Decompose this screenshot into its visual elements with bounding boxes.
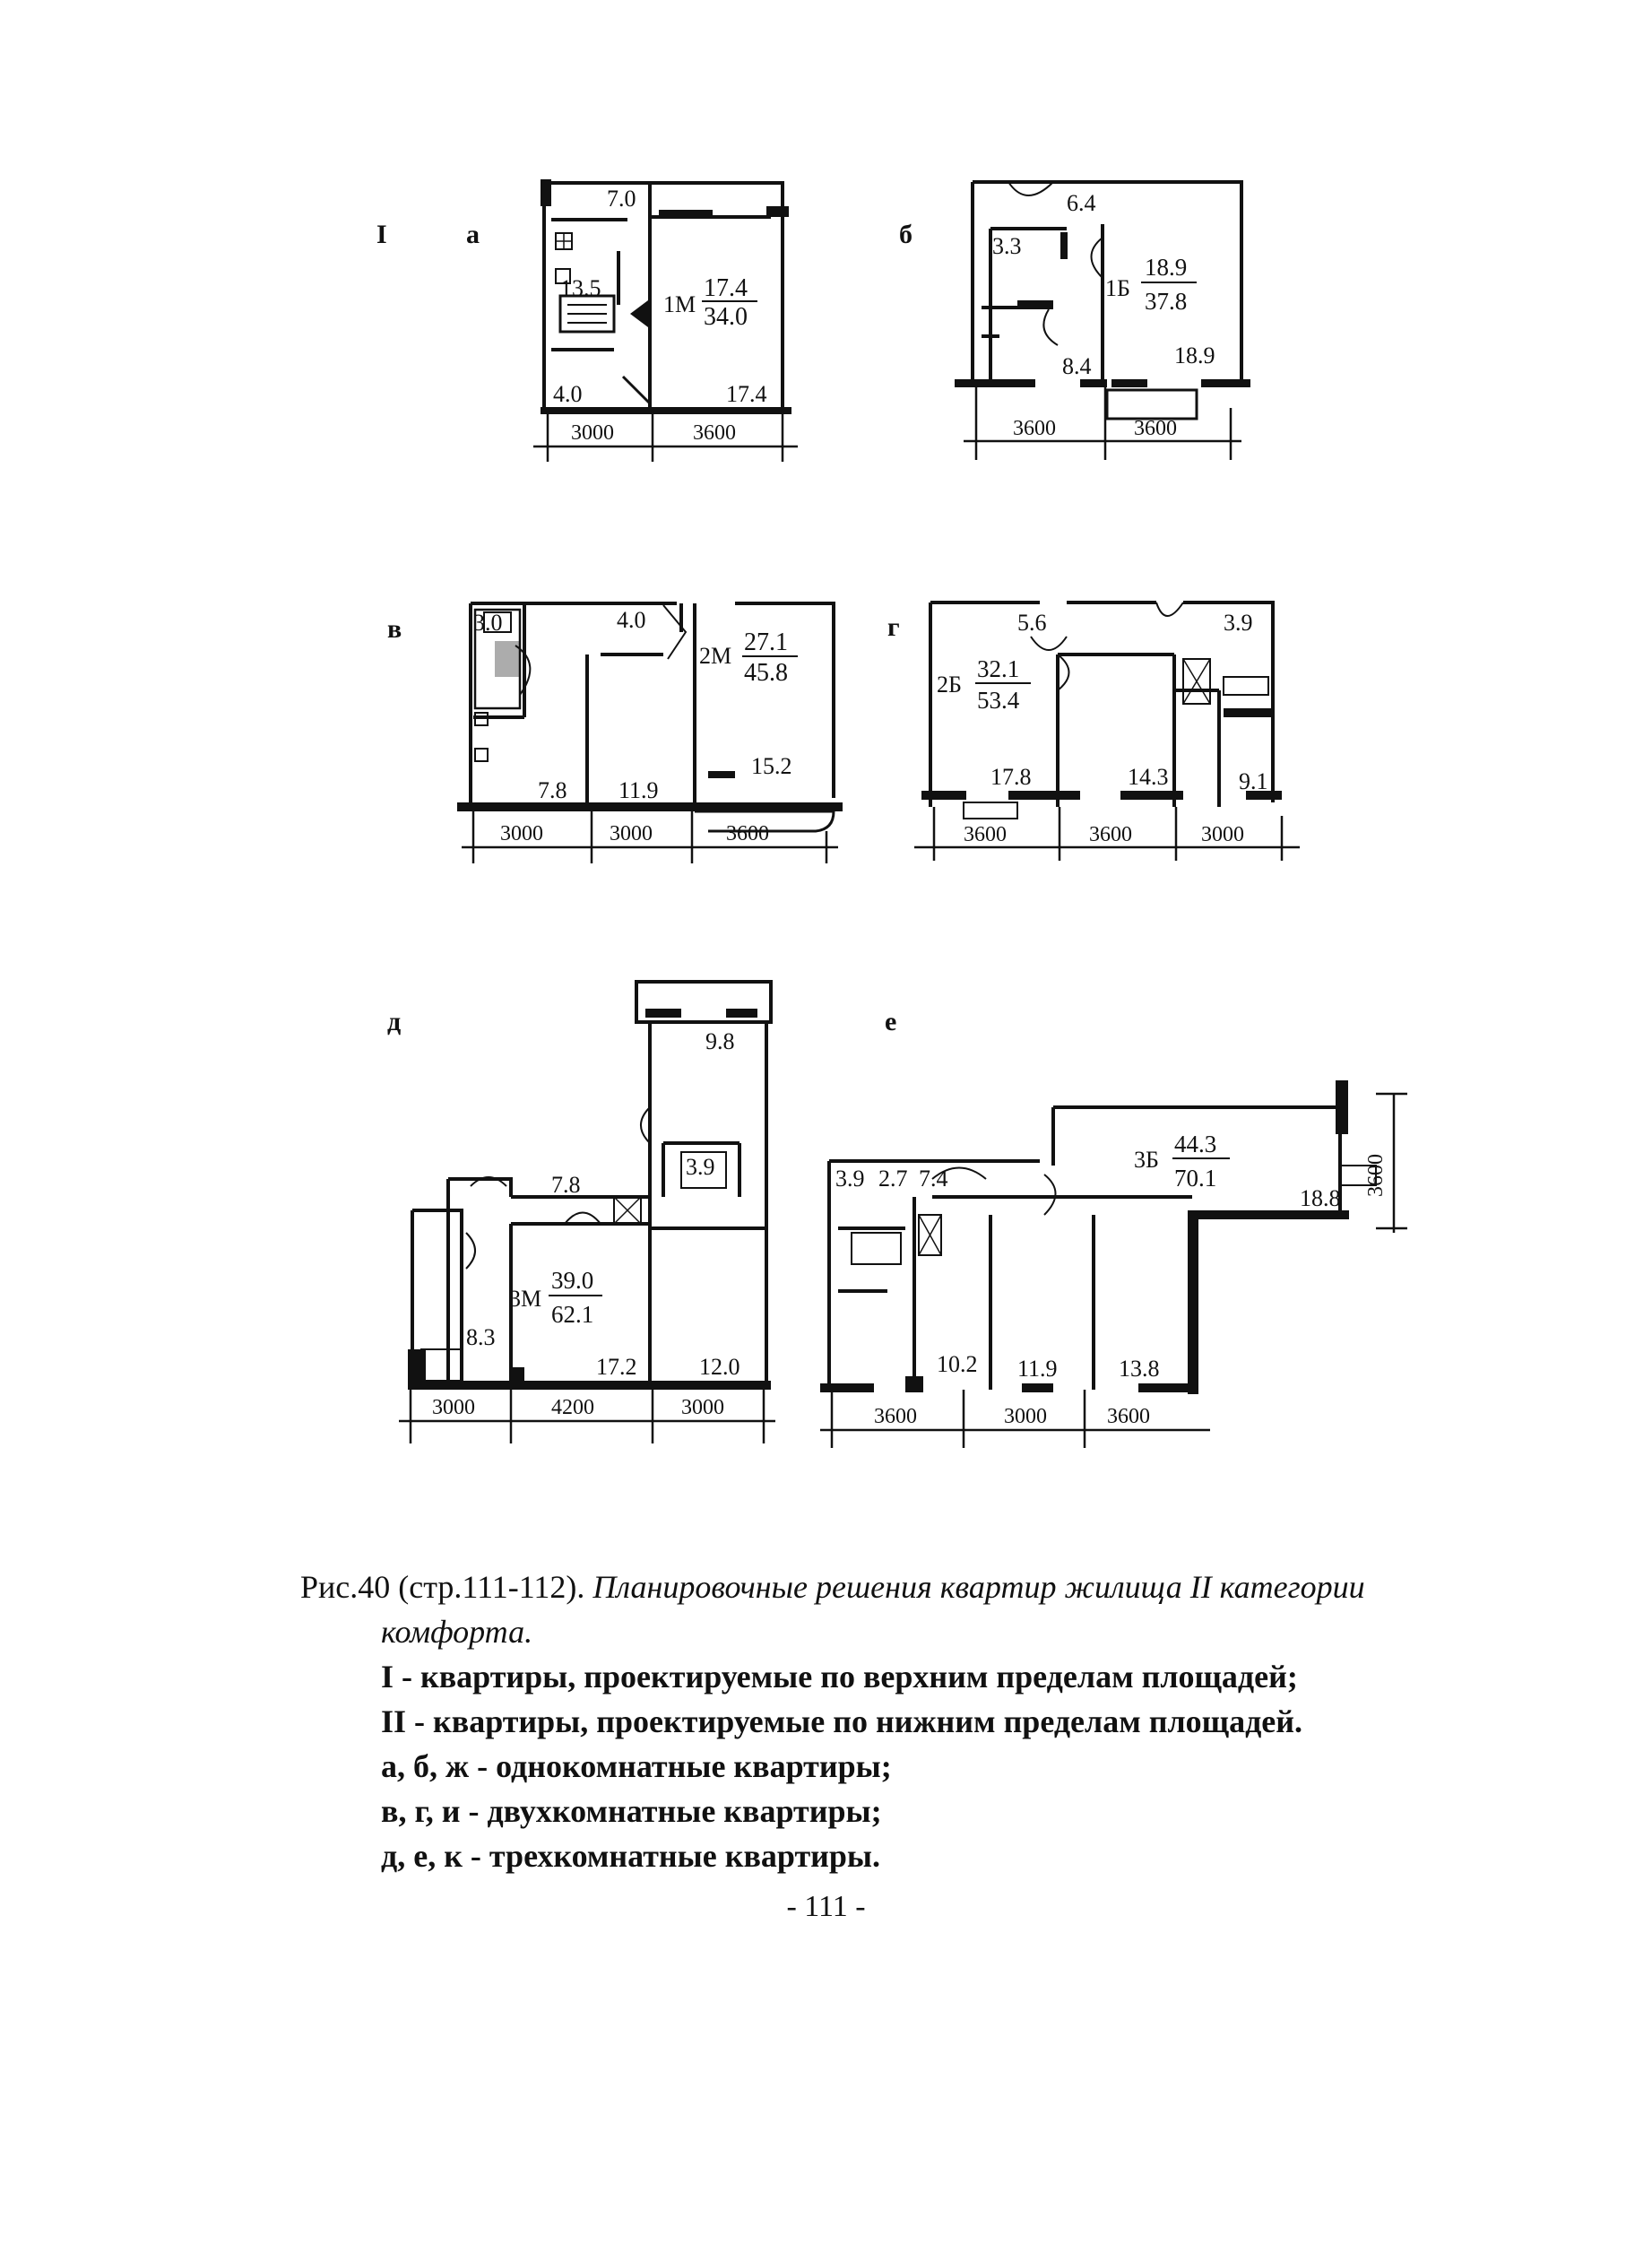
living-area: 18.9 <box>1145 254 1187 281</box>
caption-title-cont: комфорта. <box>381 1614 533 1650</box>
plan-e-label: е <box>885 1007 897 1036</box>
dimension: 3600 <box>726 822 769 845</box>
area-label: 3.3 <box>992 233 1022 259</box>
page-number: - 111 - <box>786 1890 866 1923</box>
area-label: 3.9 <box>686 1154 715 1180</box>
dimension: 3600 <box>693 421 736 445</box>
caption-item: I - квартиры, проектируемые по верхним п… <box>381 1659 1298 1695</box>
dimension: 4200 <box>551 1396 594 1419</box>
living-area: 32.1 <box>977 655 1019 682</box>
living-area: 39.0 <box>551 1267 593 1294</box>
apt-type: 2М <box>699 643 731 669</box>
plan-b-label: б <box>899 220 912 249</box>
area-label: 17.4 <box>726 381 767 407</box>
floor-plan-v: 3.0 4.0 7.8 11.9 15.2 2М 27.1 45.8 3000 … <box>457 602 843 863</box>
caption-item: д, е, к - трехкомнатные квартиры. <box>381 1838 881 1874</box>
dimension: 3600 <box>1089 823 1132 846</box>
apt-type: 3Б <box>1134 1147 1159 1173</box>
plan-d-label: д <box>387 1007 402 1036</box>
apt-type: 2Б <box>937 672 962 698</box>
caption-title: Планировочные решения квартир жилища II … <box>592 1569 1365 1605</box>
dimension: 3000 <box>610 822 653 845</box>
floor-plan-d: 9.8 3.9 7.8 8.3 17.2 12.0 3М 39.0 62.1 3… <box>399 980 775 1443</box>
area-label: 13.5 <box>560 275 601 301</box>
area-label: 12.0 <box>699 1354 740 1380</box>
area-label: 7.8 <box>551 1172 581 1198</box>
area-label: 11.9 <box>618 777 659 803</box>
area-label: 7.4 <box>919 1166 948 1192</box>
dimension: 3000 <box>1004 1405 1047 1428</box>
caption-item: а, б, ж - однокомнатные квартиры; <box>381 1748 892 1784</box>
area-label: 18.8 <box>1300 1185 1341 1211</box>
area-label: 9.1 <box>1239 768 1268 794</box>
apt-type: 1Б <box>1105 275 1130 301</box>
area-label: 3.0 <box>473 610 503 636</box>
dimension: 3600 <box>1134 417 1177 440</box>
area-label: 18.9 <box>1174 342 1215 368</box>
area-label: 10.2 <box>937 1351 978 1377</box>
total-area: 45.8 <box>744 659 788 687</box>
plan-g-label: г <box>887 612 900 642</box>
dimension: 3000 <box>571 421 614 445</box>
area-label: 9.8 <box>705 1028 735 1054</box>
area-label: 5.6 <box>1017 610 1047 636</box>
dimension: 3000 <box>681 1396 724 1419</box>
area-label: 8.4 <box>1062 353 1092 379</box>
apt-type: 3М <box>509 1286 541 1312</box>
dimension: 3000 <box>1201 823 1244 846</box>
floor-plan-g: 5.6 3.9 17.8 14.3 9.1 2Б 32.1 53.4 3600 … <box>914 601 1300 861</box>
area-label: 4.0 <box>553 381 583 407</box>
plan-a-label: а <box>466 220 480 249</box>
dimension: 3600 <box>1107 1405 1150 1428</box>
total-area: 62.1 <box>551 1301 593 1328</box>
apt-type: 1М <box>663 291 696 317</box>
area-label: 6.4 <box>1067 190 1096 216</box>
dimension: 3000 <box>432 1396 475 1419</box>
total-area: 70.1 <box>1174 1165 1216 1192</box>
area-label: 3.9 <box>835 1166 865 1192</box>
dimension: 3600 <box>964 823 1007 846</box>
area-label: 3.9 <box>1224 610 1253 636</box>
floor-plan-b: 6.4 3.3 8.4 18.9 1Б 18.9 37.8 3600 3600 <box>955 180 1250 460</box>
dimension: 3600 <box>874 1405 917 1428</box>
caption-head: Рис.40 (стр.111-112). Планировочные реше… <box>300 1565 1466 1609</box>
living-area: 27.1 <box>744 628 788 656</box>
caption-item: II - квартиры, проектируемые по нижним п… <box>381 1703 1303 1739</box>
area-label: 7.0 <box>607 186 636 212</box>
plan-v-label: в <box>387 614 402 644</box>
area-label: 2.7 <box>878 1166 908 1192</box>
group-label-I: I <box>376 220 387 249</box>
area-label: 8.3 <box>466 1324 496 1350</box>
total-area: 53.4 <box>977 687 1020 714</box>
figure-caption: Рис.40 (стр.111-112). Планировочные реше… <box>300 1565 1466 1878</box>
area-label: 11.9 <box>1017 1356 1058 1382</box>
caption-item: в, г, и - двухкомнатные квартиры; <box>381 1793 882 1829</box>
dimension: 3600 <box>1013 417 1056 440</box>
area-label: 7.8 <box>538 777 567 803</box>
total-area: 34.0 <box>704 303 748 331</box>
living-area: 44.3 <box>1174 1131 1216 1157</box>
floor-plan-e: 3.9 2.7 7.4 18.8 10.2 11.9 13.8 3Б 44.3 … <box>820 1080 1407 1448</box>
area-label: 17.2 <box>596 1354 637 1380</box>
total-area: 37.8 <box>1145 288 1187 315</box>
living-area: 17.4 <box>704 274 748 302</box>
area-label: 4.0 <box>617 607 646 633</box>
caption-prefix: Рис.40 (стр.111-112). <box>300 1569 585 1605</box>
area-label: 14.3 <box>1128 764 1169 790</box>
dimension: 3600 <box>1364 1154 1388 1197</box>
dimension: 3000 <box>500 822 543 845</box>
area-label: 15.2 <box>751 753 792 779</box>
floor-plan-a: 7.0 13.5 4.0 17.4 1М 17.4 34.0 3000 3600 <box>533 179 798 462</box>
area-label: 13.8 <box>1119 1356 1160 1382</box>
area-label: 17.8 <box>990 764 1032 790</box>
